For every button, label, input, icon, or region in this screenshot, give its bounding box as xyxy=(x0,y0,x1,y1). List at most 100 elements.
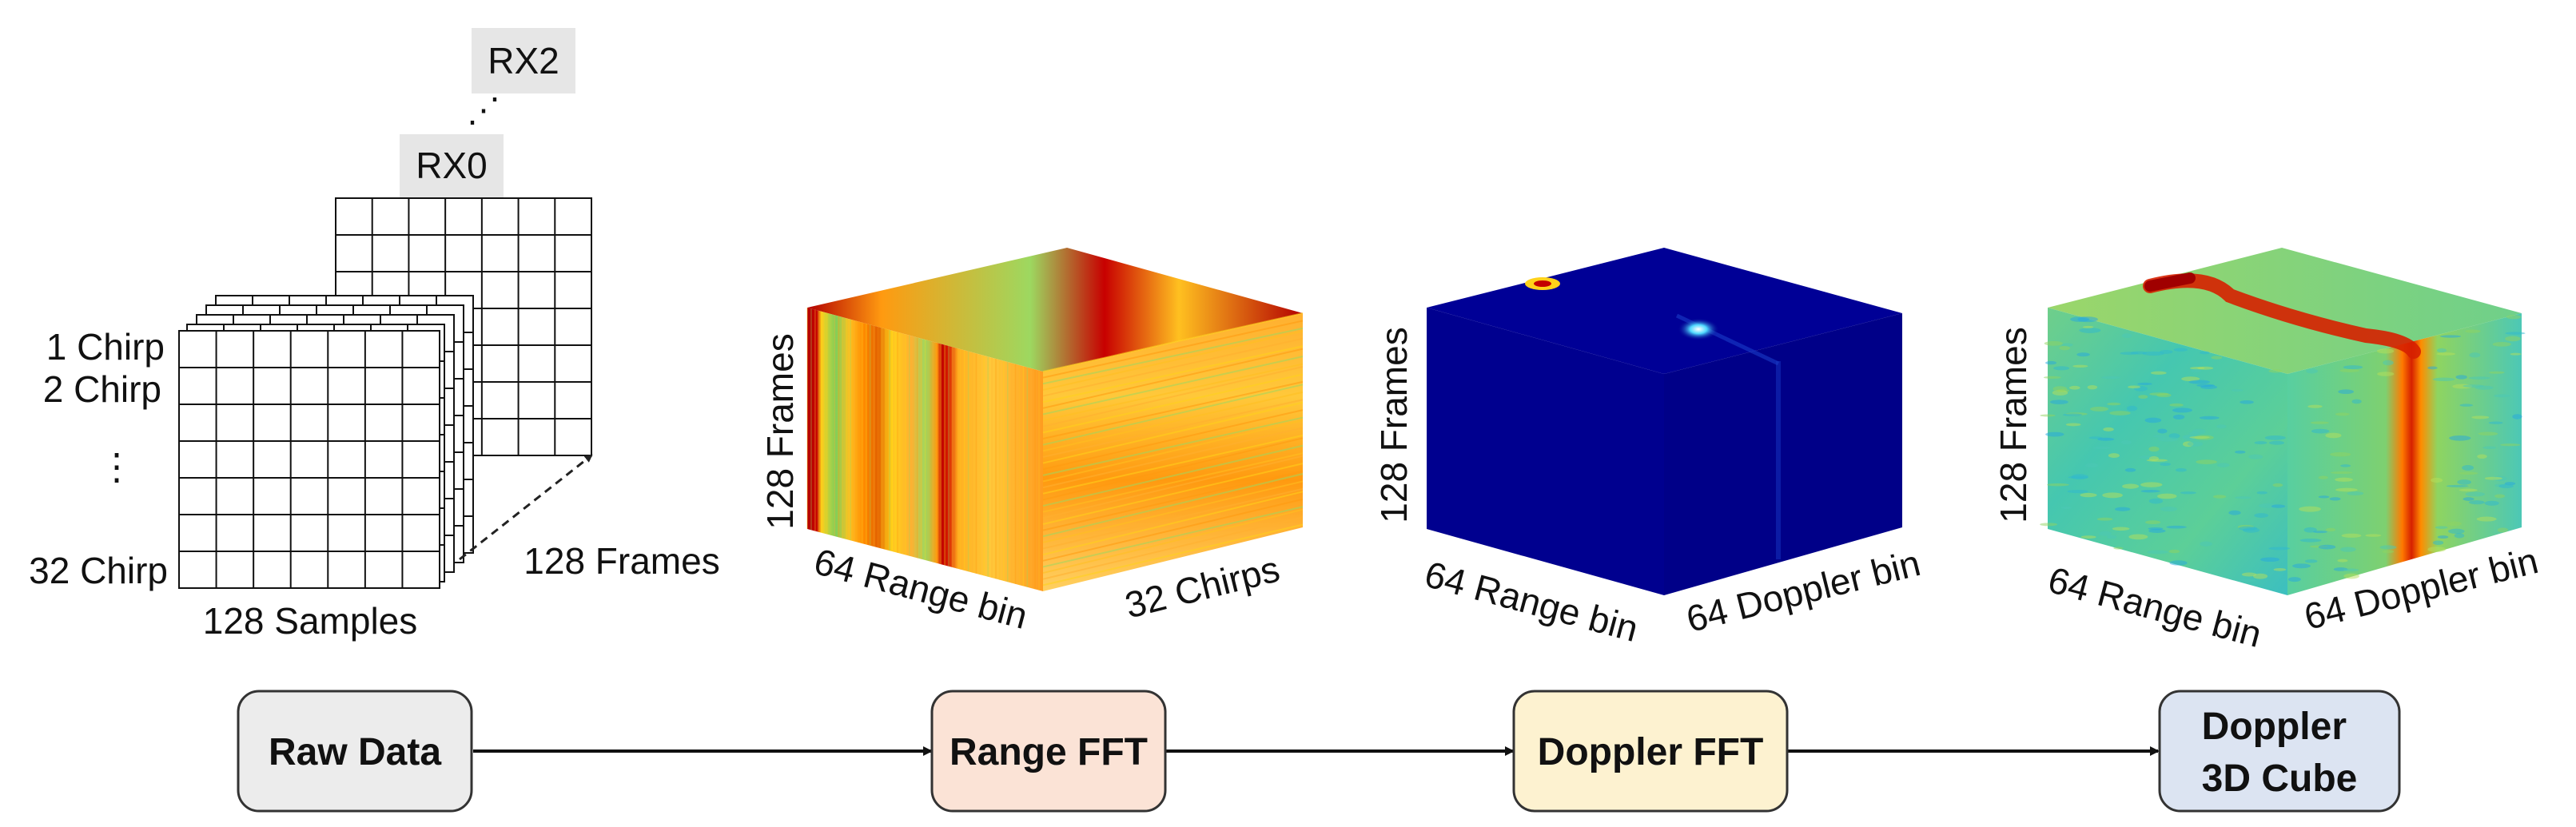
cube3d-speckle xyxy=(2189,435,2210,439)
doppler-peak-2 xyxy=(1678,318,1719,340)
cube3d-speckle xyxy=(2457,479,2471,485)
cube3d-speckle xyxy=(2343,365,2363,370)
range-frames-label: 128 Frames xyxy=(759,333,801,529)
cube3d-speckle xyxy=(2200,541,2212,547)
cube3d-speckle xyxy=(2169,403,2184,407)
cube3d-speckle xyxy=(2067,490,2088,494)
cube3d-speckle xyxy=(2040,523,2058,527)
cube3d-speckle xyxy=(2147,550,2168,555)
cube3d-speckle xyxy=(2109,411,2131,415)
cube3d-speckle xyxy=(2124,467,2136,472)
cube3d-speckle xyxy=(2240,400,2254,404)
cube3d-texture xyxy=(2040,315,2526,582)
range-side-streak xyxy=(1042,401,1304,464)
cube3d-speckle xyxy=(2126,405,2138,412)
cube3d-speckle xyxy=(2102,492,2123,499)
cube3d-speckle xyxy=(2253,573,2268,579)
chirp-ellipsis: ⋮ xyxy=(98,446,135,487)
range-side-streak xyxy=(1042,373,1304,434)
cube3d-speckle xyxy=(2260,557,2280,563)
cube3d-speckle xyxy=(2435,526,2448,529)
doppler-frames-label: 128 Frames xyxy=(1373,327,1415,523)
cube3d-speckle xyxy=(2231,388,2244,392)
cube3d-speckle xyxy=(2196,459,2217,464)
cube3d-speckle xyxy=(2383,360,2394,366)
cube3d-speckle xyxy=(2343,573,2359,579)
cube3d-speckle xyxy=(2488,421,2503,424)
cube3d-speckle xyxy=(2107,402,2121,406)
cube3d-speckle xyxy=(2088,436,2103,439)
cube3d-speckle xyxy=(2049,400,2068,404)
cube3d-speckle xyxy=(2187,441,2204,447)
cube3d-speckle xyxy=(2455,375,2467,380)
cube3d-speckle xyxy=(2436,352,2456,356)
range-side-streak xyxy=(1042,516,1304,580)
cube3d-speckle xyxy=(2469,352,2481,358)
cube3d-speckle xyxy=(2318,475,2328,479)
cube3d-speckle xyxy=(2449,435,2471,441)
pipeline: Raw Data Range FFT Doppler FFT Doppler 3… xyxy=(237,690,2401,813)
cube3d-speckle xyxy=(2157,428,2168,434)
cube3d-speckle xyxy=(2439,335,2462,338)
cube3d-speckle xyxy=(2181,376,2200,382)
range-cube-front xyxy=(807,308,1043,591)
cube3d-speckle xyxy=(2478,431,2498,436)
cube3d-speckle xyxy=(2432,377,2455,382)
cube3d-speckle xyxy=(2106,535,2117,539)
cube3d-speckle xyxy=(2239,526,2258,531)
cube3d-speckle xyxy=(2482,446,2496,450)
cube3d-speckle xyxy=(2235,450,2246,454)
cube3d-speckle xyxy=(2216,463,2230,467)
range-side-streak xyxy=(1042,356,1304,415)
cube3d-speckle xyxy=(2148,529,2166,533)
cube3d-speckle xyxy=(2256,491,2267,495)
cube3d-speckle xyxy=(2303,527,2317,533)
rx-ellipsis: ⋰ xyxy=(467,91,500,129)
cube3d-speckle xyxy=(2175,467,2187,472)
cube3d-speckle xyxy=(2307,404,2323,408)
front-grid-frame xyxy=(178,330,440,589)
cube3d-speckle xyxy=(2192,428,2206,435)
cube3d-speckle xyxy=(2292,563,2311,569)
cube3d-speckle xyxy=(2335,412,2350,416)
cube3d-frames-label: 128 Frames xyxy=(1993,327,2034,523)
cube3d-speckle xyxy=(2101,376,2121,380)
cube3d-speckle xyxy=(2128,534,2148,540)
cube3d-speckle xyxy=(2080,535,2096,539)
rx2-label: RX2 xyxy=(488,40,559,82)
cube3d-speckle xyxy=(2463,497,2474,501)
cube3d-speckle xyxy=(2431,477,2443,483)
cube3d-speckle xyxy=(2040,414,2056,417)
raw-frames-label: 128 Frames xyxy=(524,540,719,582)
range-side-streak xyxy=(1042,409,1304,471)
range-side-streak xyxy=(1042,391,1304,452)
cube3d-speckle xyxy=(2172,408,2192,413)
cube3d-speckle xyxy=(2052,386,2068,392)
cube3d-speckle xyxy=(2137,382,2152,386)
stage-doppler-fft: Doppler FFT xyxy=(1512,690,1789,813)
cube3d-speckle xyxy=(2432,540,2444,545)
cube3d-speckle xyxy=(2268,547,2291,551)
cube3d-speckle xyxy=(2148,455,2160,462)
cube3d-speckle xyxy=(2471,415,2490,419)
cube3d-speckle xyxy=(2469,500,2485,505)
cube3d-speckle xyxy=(2271,504,2286,508)
cube3d-speckle xyxy=(2436,348,2447,353)
cube3d-speckle xyxy=(2313,531,2327,534)
cube3d-speckle xyxy=(2248,454,2263,459)
cube3d-speckle xyxy=(2492,342,2511,347)
range-side-streak xyxy=(1042,487,1304,550)
front-grid xyxy=(178,330,440,589)
cube3d-speckle xyxy=(2447,521,2462,527)
cube3d-speckle xyxy=(2200,351,2210,355)
cube3d-speckle xyxy=(2338,389,2354,395)
doppler-fft-cube: 128 Frames 64 Range bin 64 Doppler bin xyxy=(1373,248,1925,650)
cube3d-speckle xyxy=(2168,549,2180,554)
cube3d-speckle xyxy=(2330,451,2351,457)
cube3d-speckle xyxy=(2148,527,2164,531)
cube3d-speckle xyxy=(2497,527,2509,533)
range-side-streak xyxy=(1042,416,1304,476)
cube3d-speckle xyxy=(2093,446,2111,450)
range-side-streak xyxy=(1042,399,1304,458)
cube3d-speckle xyxy=(2087,384,2098,390)
